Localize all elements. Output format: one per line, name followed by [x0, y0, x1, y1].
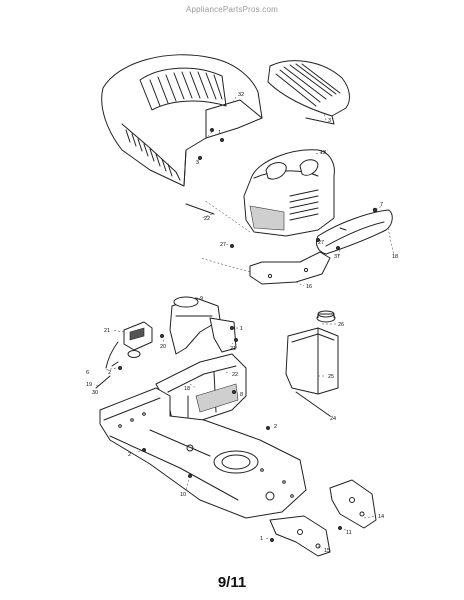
- axle-bracket-part: [329, 479, 377, 529]
- ignition-switch-part: [105, 321, 153, 369]
- hood-bracket-part: [249, 251, 331, 285]
- callout-label: 21: [104, 328, 110, 334]
- upper-leaders: [195, 96, 395, 287]
- callout-label: 1: [218, 130, 221, 136]
- callout-label: 1: [260, 536, 263, 542]
- lower-bracket-part: [269, 515, 331, 557]
- callout-label: 27: [220, 242, 226, 248]
- callout-label: 7: [380, 202, 383, 208]
- callout-label: 2: [108, 370, 111, 376]
- callout-label: 6: [86, 370, 89, 376]
- lower-leaders: [93, 297, 377, 549]
- hood-insert-part: [267, 60, 350, 125]
- callout-label: 8: [240, 392, 243, 398]
- fuel-tank-part: [285, 310, 339, 417]
- dash-panel-part: [243, 149, 335, 237]
- callout-label: 25: [328, 374, 334, 380]
- callout-label: 22: [204, 216, 210, 222]
- callout-labels: 32 3 1 3 13 7 22 27 18 37 27 16 9 26 21 …: [86, 92, 398, 554]
- callout-label: 2: [274, 424, 277, 430]
- callout-label: 18: [184, 386, 190, 392]
- callout-label: 10: [180, 492, 186, 498]
- callout-label: 30: [92, 390, 98, 396]
- callout-label: 3: [328, 118, 331, 124]
- lower-hardware: [95, 325, 343, 543]
- callout-label: 16: [306, 284, 312, 290]
- callout-label: 2: [128, 452, 131, 458]
- callout-label: 9: [200, 296, 203, 302]
- hood-part: [101, 54, 263, 187]
- callout-label: 24: [330, 416, 336, 422]
- callout-label: 14: [378, 514, 384, 520]
- callout-label: 21: [230, 346, 236, 352]
- callout-label: 26: [338, 322, 344, 328]
- callout-label: 18: [392, 254, 398, 260]
- callout-label: 11: [346, 530, 352, 536]
- callout-label: 32: [238, 92, 244, 98]
- callout-label: 19: [86, 382, 92, 388]
- callout-label: 22: [232, 372, 238, 378]
- page-number: 9/11: [217, 574, 247, 591]
- callout-label: 37: [334, 254, 340, 260]
- watermark-text: AppliancePartsPros.com: [186, 5, 278, 14]
- callout-label: 13: [320, 150, 326, 156]
- callout-label: 27: [318, 240, 324, 246]
- callout-label: 3: [196, 160, 199, 166]
- callout-label: 15: [324, 548, 330, 554]
- bumper-part: [315, 209, 393, 255]
- chassis-frame-part: [99, 387, 307, 519]
- callout-label: 1: [240, 326, 243, 332]
- callout-label: 20: [160, 344, 166, 350]
- steering-support-part: [169, 296, 237, 355]
